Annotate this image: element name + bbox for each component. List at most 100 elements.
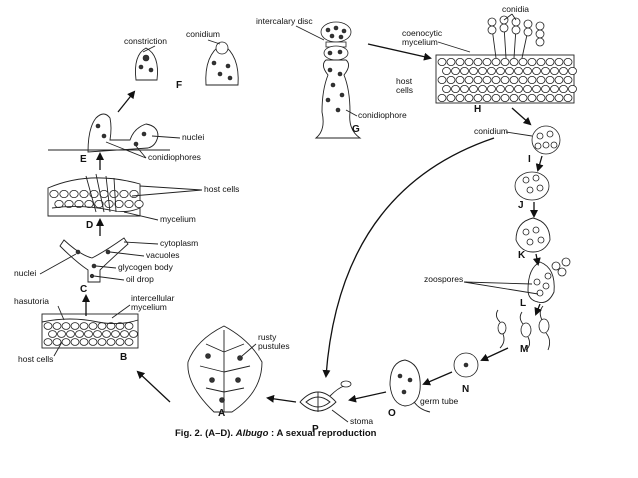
host-cell [64,199,74,208]
stage-d-drawing [47,173,144,217]
host-cell [518,94,528,103]
stage-label-g: G [352,124,360,135]
host-cell [487,85,496,94]
stage-c-drawing [59,237,129,283]
host-cell [455,94,465,103]
host-cell [94,199,104,208]
host-cell [119,189,129,198]
caption-genus: Albugo [235,428,269,439]
host-cell [487,67,496,76]
host-cell [120,330,129,338]
host-cell [514,67,523,76]
host-cell [88,322,98,330]
leader-glycogen-body [95,265,117,269]
host-cell [97,322,107,330]
arrow-g-to-h [367,43,432,61]
host-cell [545,58,555,67]
label-vacuoles: vacuoles [146,250,180,260]
leader-cytoplasm [123,241,159,245]
host-cell [88,338,98,346]
arrow-k-to-l [532,253,541,266]
stage-a-drawing [187,325,263,413]
label-intercellular-mycelium: mycelium [131,302,167,312]
stage-label-m: M [520,344,528,355]
host-cell [52,322,62,330]
arrow-o-to-p [348,391,387,403]
host-cell [437,58,447,67]
host-cell [536,76,546,85]
label-coenocytic-mycelium: mycelium [402,37,438,47]
label-coenocytic: coenocytic [402,28,443,38]
caption-suffix: : A sexual reproduction [268,428,376,439]
host-cell [124,199,134,208]
host-cell [124,322,134,330]
label-conidiophores: conidiophores [148,152,201,162]
host-cell [554,94,564,103]
leader-oil-drop [93,275,125,281]
leader-conidiophore [345,109,358,117]
host-cell [505,85,514,94]
stage-label-d: D [86,220,93,231]
host-cell [115,338,125,346]
label-hasutoria: hasutoria [14,296,49,306]
leader-rusty-pustules [241,343,257,357]
leader-mycelium [123,211,159,221]
stage-h-drawing [435,15,577,104]
label-constriction: constriction [124,36,167,46]
stage-e-drawing [48,113,170,153]
host-cell [500,58,510,67]
label-conidium-i: conidium [474,126,508,136]
host-cell [532,85,541,94]
host-cell [70,322,80,330]
host-cell [57,330,66,338]
host-cell [482,76,492,85]
label-rusty: rusty [258,332,277,342]
host-cell [134,199,144,208]
host-cell [491,76,501,85]
label-conidium-f: conidium [186,29,220,39]
host-cell [61,338,71,346]
host-cell [473,58,483,67]
host-cell [49,189,59,198]
label-intercellular: intercellular [131,293,175,303]
host-cell [545,94,555,103]
label-mycelium: mycelium [160,214,196,224]
stage-g-drawing [314,21,362,139]
leader-nuclei-c [39,253,77,275]
stage-label-p: P [312,424,319,435]
host-cell [554,58,564,67]
host-cell [437,94,447,103]
host-cell [75,330,84,338]
leader-host-cells-b [53,341,63,357]
stage-label-k: K [518,250,526,261]
label-nuclei-c: nuclei [14,268,36,278]
host-cell [114,199,124,208]
leader-conidium-f [207,39,221,45]
host-cell [559,85,568,94]
host-cell [437,76,447,85]
host-cell [109,189,119,198]
leader-constriction [142,45,156,53]
arrow-e-to-f [117,90,136,113]
host-cell [509,76,519,85]
label-conidia: conidia [502,4,529,14]
host-cell [496,85,505,94]
host-cell [106,338,116,346]
label-conidiophore: conidiophore [358,110,407,120]
label-cytoplasm: cytoplasm [160,238,198,248]
host-cell [523,85,532,94]
leader-intercalary-disc [295,25,325,41]
host-cell [79,189,89,198]
host-cell [79,338,89,346]
host-cell [491,94,501,103]
host-cell [59,189,69,198]
stage-label-c: C [80,284,87,295]
stage-k-drawing [515,217,551,253]
stage-f-drawing [135,41,239,86]
leader-vacuoles [109,251,145,257]
label-glycogen-body: glycogen body [118,262,174,272]
host-cell [509,94,519,103]
host-cell [550,85,559,94]
host-cell [473,76,483,85]
